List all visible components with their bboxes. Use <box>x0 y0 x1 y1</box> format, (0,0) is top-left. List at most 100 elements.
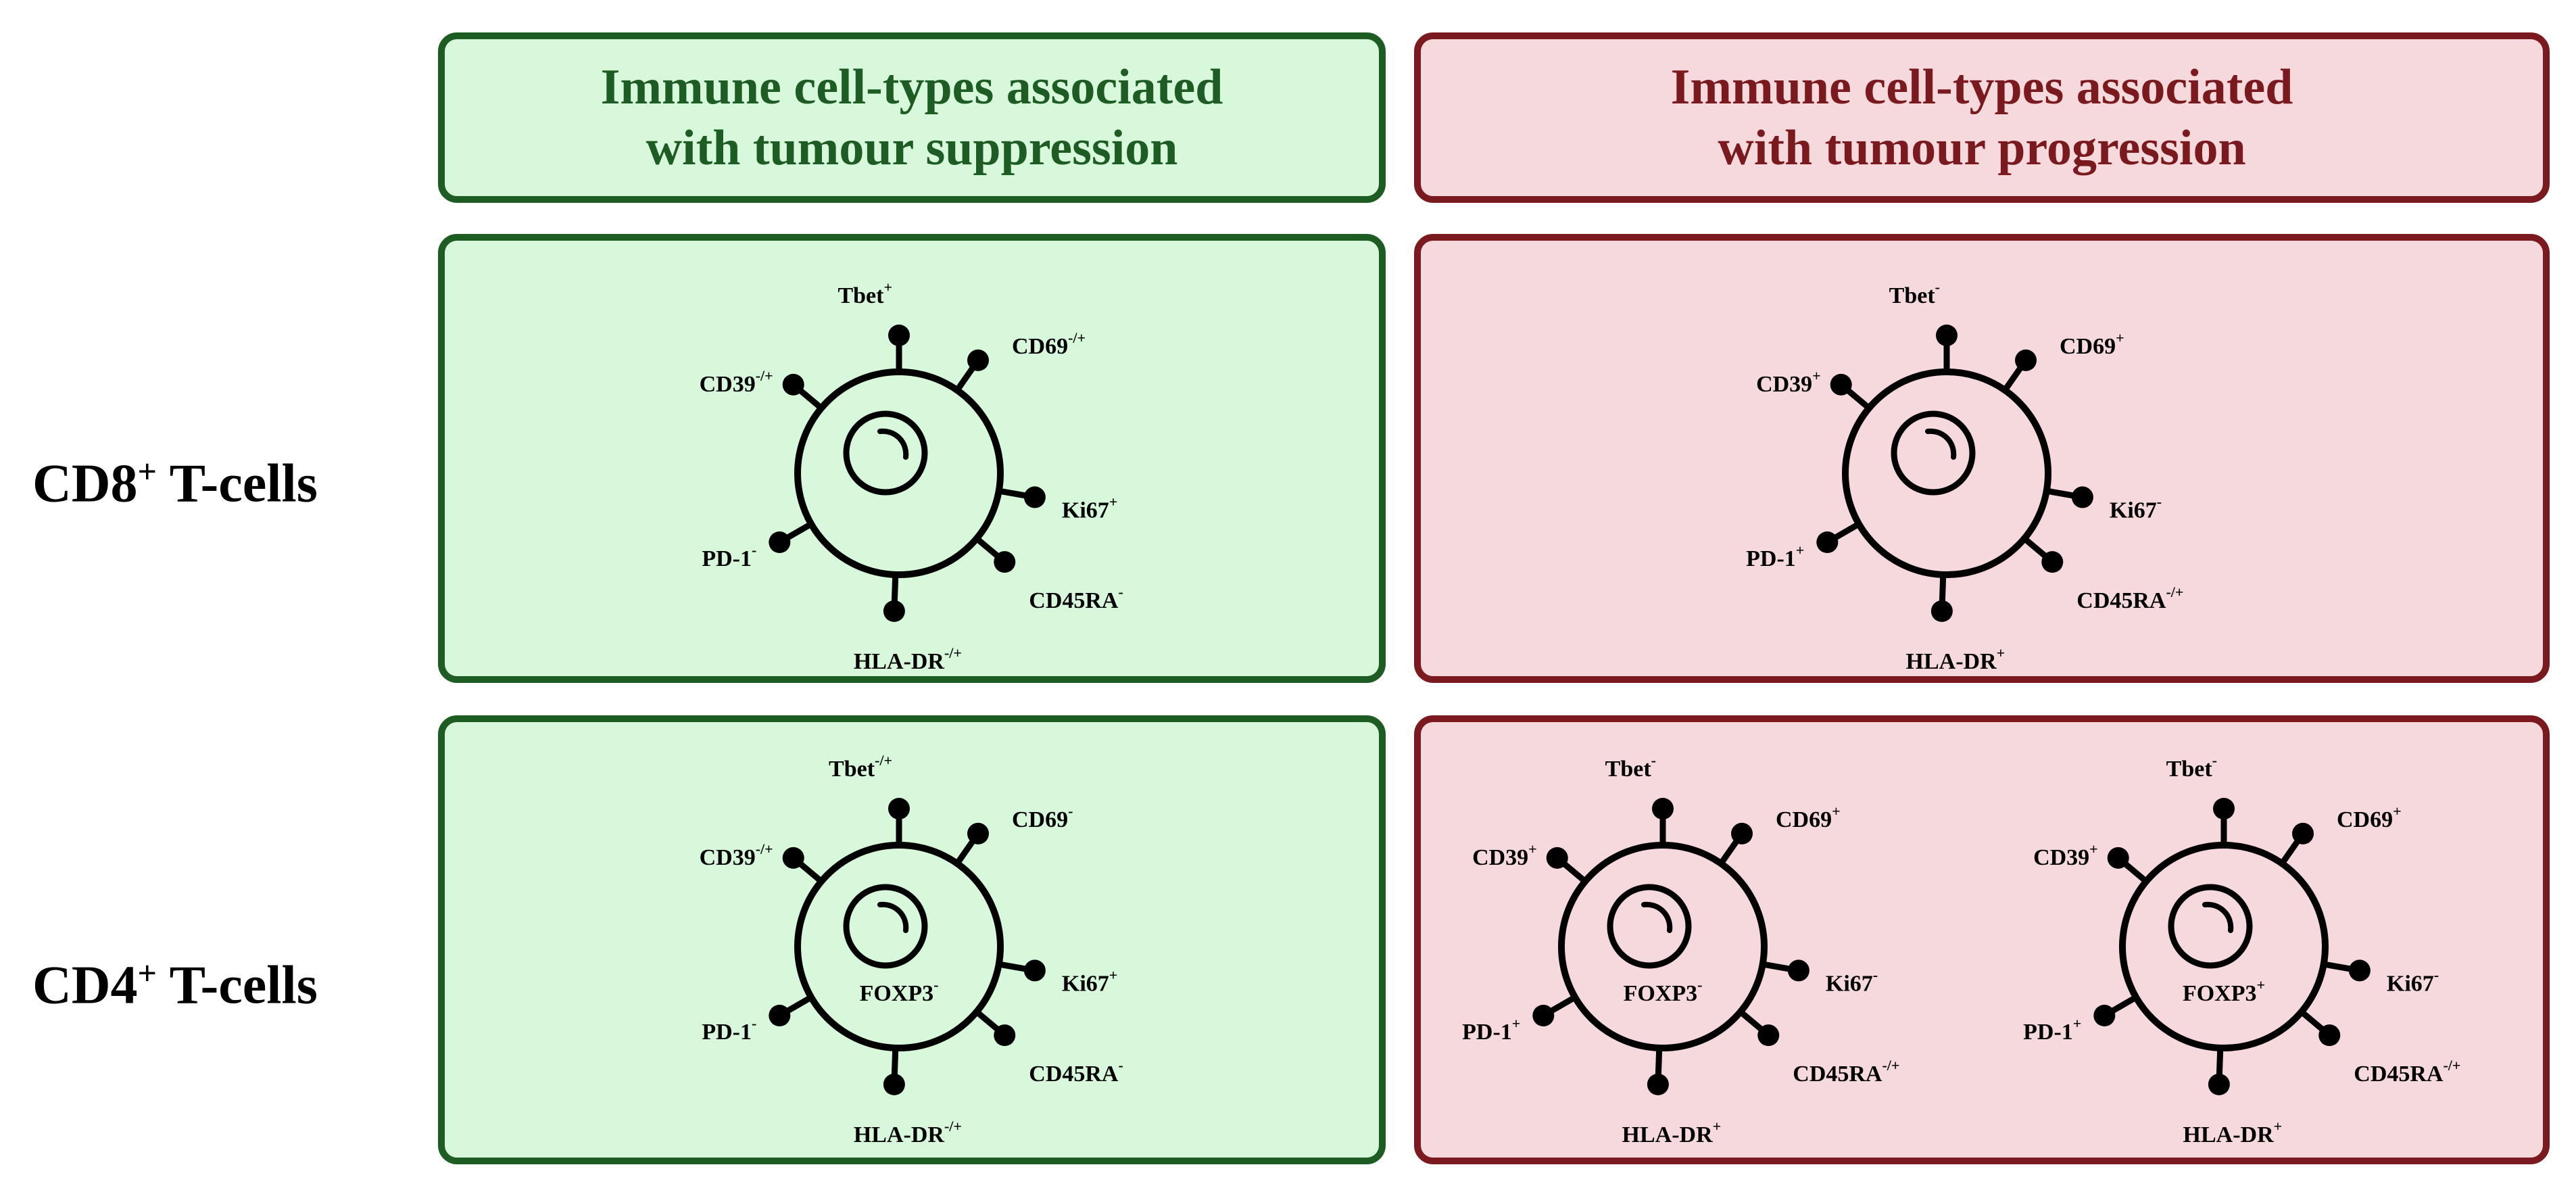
marker-stalk <box>2216 1047 2224 1077</box>
marker-knob <box>2107 847 2129 869</box>
marker-hla-dr: HLA-DR-/+ <box>854 1047 962 1147</box>
marker-knob <box>2292 822 2314 844</box>
header-suppression-line2: with tumour suppression <box>646 120 1178 176</box>
marker-knob <box>2213 798 2235 819</box>
nucleus-arc <box>877 428 909 460</box>
marker-stalk <box>998 487 1027 499</box>
marker-knob <box>769 1005 791 1026</box>
marker-cd45ra: CD45RA-/+ <box>2300 1009 2460 1087</box>
cell-cd4-progression-2: FOXP3+Tbet-CD69+CD39+Ki67-PD-1+CD45RA-/+… <box>2023 752 2460 1147</box>
marker-hla-dr: HLA-DR+ <box>1622 1047 1722 1147</box>
marker-label: PD-1+ <box>1462 1015 1520 1045</box>
marker-knob <box>883 1073 905 1095</box>
panel-cd4-suppression <box>438 715 1386 1164</box>
marker-knob <box>883 600 905 622</box>
marker-knob <box>967 349 990 371</box>
marker-tbet: Tbet- <box>1889 279 1958 372</box>
marker-cd69: CD69+ <box>2279 803 2402 865</box>
marker-knob <box>994 1024 1016 1047</box>
row-label-cd4: CD4+ T-cells <box>32 954 318 1016</box>
marker-cd39: CD39-/+ <box>700 840 823 884</box>
marker-label: Tbet- <box>2166 752 2217 782</box>
marker-label: CD39+ <box>1756 367 1821 397</box>
marker-knob <box>2093 1005 2116 1026</box>
header-suppression: Immune cell-types associated with tumour… <box>438 32 1386 203</box>
marker-label: CD69+ <box>2060 329 2124 359</box>
marker-label: PD-1- <box>702 1015 756 1045</box>
marker-stalk <box>2002 365 2024 392</box>
marker-cd69: CD69+ <box>1718 803 1841 865</box>
marker-label: Ki67- <box>2110 493 2162 523</box>
marker-cd39: CD39+ <box>1756 367 1871 411</box>
nucleus-arc <box>1925 428 1957 460</box>
marker-label: Tbet- <box>1889 279 1940 308</box>
marker-stalk <box>2300 1009 2325 1032</box>
marker-stalk <box>1718 838 1740 865</box>
cell-membrane <box>1842 368 2051 578</box>
marker-pd-1: PD-1- <box>702 995 813 1045</box>
marker-knob <box>2071 486 2093 508</box>
marker-cd69: CD69+ <box>2002 329 2124 392</box>
marker-stalk <box>785 995 813 1014</box>
cell-nucleus <box>2168 884 2253 969</box>
marker-label: Ki67- <box>2387 966 2439 996</box>
marker-stalk <box>798 861 823 884</box>
marker-cd45ra: CD45RA-/+ <box>1739 1009 1899 1087</box>
marker-knob <box>1546 847 1568 869</box>
marker-hla-dr: HLA-DR-/+ <box>854 574 962 674</box>
panel-cd8-progression <box>1414 234 2550 683</box>
foxp3-label: FOXP3- <box>1624 976 1703 1006</box>
marker-label: CD69-/+ <box>1012 329 1086 359</box>
marker-label: HLA-DR+ <box>1622 1118 1722 1147</box>
marker-knob <box>967 822 990 844</box>
marker-knob <box>2041 551 2064 573</box>
marker-knob <box>782 847 804 869</box>
marker-label: CD39-/+ <box>700 840 773 870</box>
marker-label: CD69+ <box>2337 803 2402 832</box>
marker-stalk <box>891 1047 899 1077</box>
nucleus-arc <box>877 901 909 933</box>
marker-stalk <box>2279 838 2301 865</box>
marker-tbet: Tbet- <box>1605 752 1674 845</box>
nucleus-arc <box>2202 901 2234 933</box>
marker-label: HLA-DR-/+ <box>854 644 962 674</box>
marker-label: CD39+ <box>2033 840 2098 870</box>
marker-cd69: CD69-/+ <box>954 329 1086 392</box>
marker-label: PD-1- <box>702 542 756 571</box>
marker-ki67: Ki67- <box>1761 959 1878 996</box>
marker-stalk <box>798 387 823 411</box>
marker-ki67: Ki67- <box>2045 486 2162 523</box>
marker-ki67: Ki67- <box>2323 959 2439 996</box>
marker-knob <box>2348 959 2371 982</box>
marker-cd39: CD39+ <box>2033 840 2148 884</box>
marker-stalk <box>2323 961 2352 972</box>
marker-cd45ra: CD45RA-/+ <box>2022 536 2183 613</box>
marker-cd45ra: CD45RA- <box>975 536 1123 613</box>
cell-membrane <box>2119 842 2329 1051</box>
marker-label: CD69+ <box>1776 803 1841 832</box>
marker-stalk <box>1939 574 1947 604</box>
marker-hla-dr: HLA-DR+ <box>2183 1047 2282 1147</box>
marker-stalk <box>975 536 1000 559</box>
marker-stalk <box>2022 536 2048 559</box>
marker-knob <box>2318 1024 2341 1047</box>
marker-knob <box>994 551 1016 573</box>
cell-nucleus <box>1607 884 1692 969</box>
marker-label: Ki67- <box>1826 966 1878 996</box>
marker-label: CD45RA-/+ <box>1793 1057 1899 1087</box>
marker-knob <box>1023 486 1046 508</box>
marker-stalk <box>998 961 1027 972</box>
marker-stalk <box>975 1009 1000 1032</box>
header-suppression-line1: Immune cell-types associated <box>600 60 1223 115</box>
marker-stalk <box>1549 995 1577 1014</box>
marker-knob <box>1816 531 1839 553</box>
marker-stalk <box>891 574 899 604</box>
cell-cd4-progression-1: FOXP3-Tbet-CD69+CD39+Ki67-PD-1+CD45RA-/+… <box>1462 752 1899 1147</box>
marker-label: PD-1+ <box>2023 1015 2081 1045</box>
nucleus-arc <box>1641 901 1673 933</box>
cell-cd4-suppression: FOXP3-Tbet-/+CD69-CD39-/+Ki67+PD-1-CD45R… <box>700 752 1123 1147</box>
marker-label: Tbet- <box>1605 752 1656 782</box>
marker-stalk <box>2110 995 2138 1014</box>
marker-pd-1: PD-1+ <box>1462 995 1577 1045</box>
